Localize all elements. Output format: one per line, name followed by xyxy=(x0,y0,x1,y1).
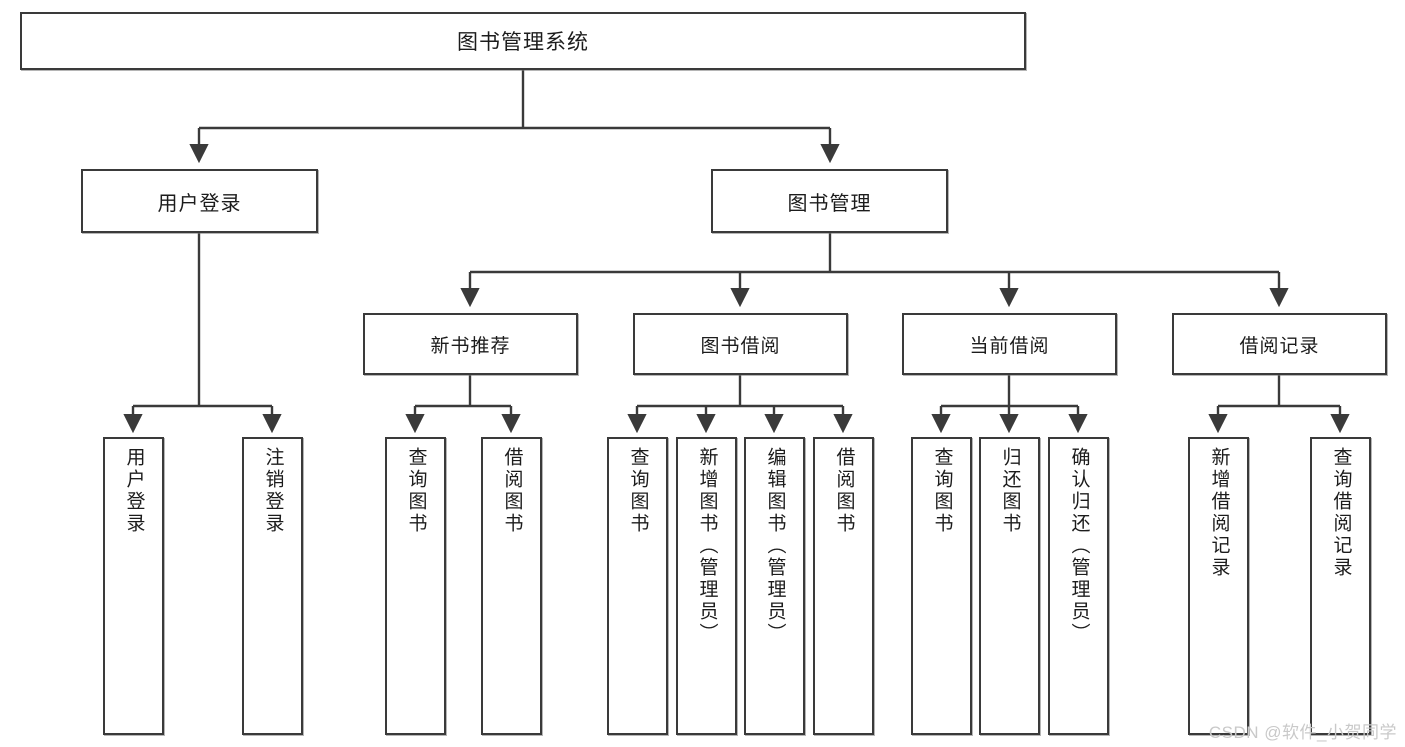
leaf-user-login[interactable]: 用户登录 xyxy=(103,437,164,735)
node-label: 新增图书（管理员） xyxy=(696,447,718,645)
node-label: 当前借阅 xyxy=(969,335,1050,357)
node-label: 借阅记录 xyxy=(1239,335,1320,357)
leaf-borrow-book[interactable]: 借阅图书 xyxy=(813,437,874,735)
node-user-login[interactable]: 用户登录 xyxy=(81,169,318,233)
node-label: 图书借阅 xyxy=(700,335,781,357)
leaf-logout[interactable]: 注销登录 xyxy=(242,437,303,735)
leaf-edit-book-admin[interactable]: 编辑图书（管理员） xyxy=(744,437,805,735)
node-book-borrow[interactable]: 图书借阅 xyxy=(633,313,848,375)
node-label: 查询图书 xyxy=(627,447,649,535)
node-label: 确认归还（管理员） xyxy=(1068,447,1090,645)
node-root-system[interactable]: 图书管理系统 xyxy=(20,12,1026,70)
leaf-query-borrow-record[interactable]: 查询借阅记录 xyxy=(1310,437,1371,735)
node-label: 图书管理系统 xyxy=(457,31,589,54)
node-label: 查询图书 xyxy=(405,447,427,535)
leaf-return-book[interactable]: 归还图书 xyxy=(979,437,1040,735)
leaf-add-book-admin[interactable]: 新增图书（管理员） xyxy=(676,437,737,735)
leaf-add-borrow-record[interactable]: 新增借阅记录 xyxy=(1188,437,1249,735)
node-label: 编辑图书（管理员） xyxy=(764,447,786,645)
leaf-confirm-return-admin[interactable]: 确认归还（管理员） xyxy=(1048,437,1109,735)
node-current-borrow[interactable]: 当前借阅 xyxy=(902,313,1117,375)
leaf-query-book-recommend[interactable]: 查询图书 xyxy=(385,437,446,735)
leaf-borrow-book-recommend[interactable]: 借阅图书 xyxy=(481,437,542,735)
watermark-text: CSDN @软件_小贺同学 xyxy=(1208,723,1397,742)
leaf-query-book-borrow[interactable]: 查询图书 xyxy=(607,437,668,735)
node-label: 借阅图书 xyxy=(501,447,523,535)
node-label: 查询借阅记录 xyxy=(1330,447,1352,579)
node-label: 查询图书 xyxy=(931,447,953,535)
node-label: 新书推荐 xyxy=(430,335,511,357)
node-label: 用户登录 xyxy=(157,192,242,215)
node-label: 图书管理 xyxy=(787,192,872,215)
node-new-book-recommend[interactable]: 新书推荐 xyxy=(363,313,578,375)
leaf-query-book-current[interactable]: 查询图书 xyxy=(911,437,972,735)
node-book-management[interactable]: 图书管理 xyxy=(711,169,948,233)
node-label: 归还图书 xyxy=(999,447,1021,535)
node-label: 新增借阅记录 xyxy=(1208,447,1230,579)
node-borrow-records[interactable]: 借阅记录 xyxy=(1172,313,1387,375)
node-label: 注销登录 xyxy=(262,447,284,535)
node-label: 借阅图书 xyxy=(833,447,855,535)
node-label: 用户登录 xyxy=(123,447,145,535)
